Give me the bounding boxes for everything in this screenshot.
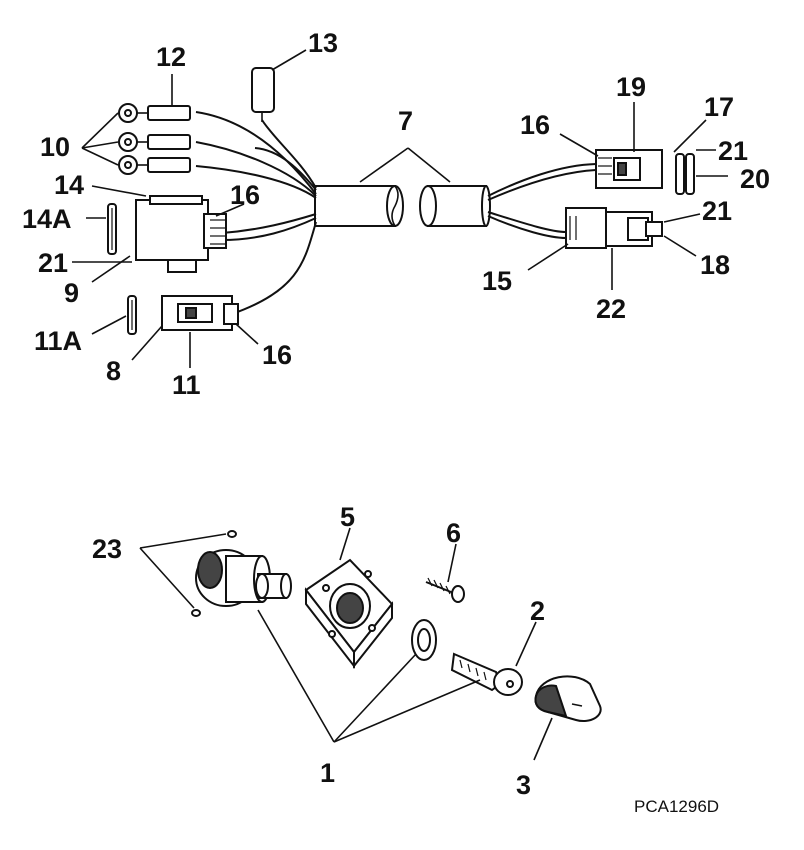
callout-21: 21 [718, 136, 748, 166]
callout-14: 14 [54, 170, 84, 200]
callout-7: 7 [398, 106, 413, 136]
callout-13: 13 [308, 28, 338, 58]
ring-terminal-top [118, 103, 191, 123]
callouts: 12 13 10 7 19 16 17 21 20 14 16 14A 21 9… [22, 28, 770, 816]
callout-10: 10 [40, 132, 70, 162]
pin-14a [107, 203, 117, 255]
callout-16: 16 [520, 110, 550, 140]
screw-23-top [227, 530, 237, 538]
main-cable-left [314, 185, 404, 227]
callout-11: 11 [172, 370, 201, 400]
bullet-connector [251, 67, 275, 122]
callout-18: 18 [700, 250, 730, 280]
callout-21: 21 [702, 196, 732, 226]
pin-20 [675, 153, 695, 195]
leader-lines-harness [72, 49, 728, 368]
callout-17: 17 [704, 92, 734, 122]
figure-code: PCA1296D [634, 797, 719, 816]
callout-2: 2 [530, 596, 545, 626]
screw-23-bottom [191, 609, 201, 617]
callout-16: 16 [262, 340, 292, 370]
main-cable-right [419, 185, 491, 227]
pin-11a [127, 295, 137, 335]
ring-terminal-middle [118, 132, 191, 152]
callout-21: 21 [38, 248, 68, 278]
wiring-harness [72, 49, 728, 368]
mounting-plate [304, 558, 394, 669]
connector-22-housing [565, 207, 663, 249]
screw-6 [425, 577, 465, 603]
key [450, 652, 523, 696]
callout-3: 3 [516, 770, 531, 800]
callout-15: 15 [482, 266, 512, 296]
callout-23: 23 [92, 534, 122, 564]
connector-9-housing [135, 195, 227, 273]
callout-12: 12 [156, 42, 186, 72]
callout-5: 5 [340, 502, 355, 532]
leader-lines-switch [139, 527, 553, 761]
nut [411, 619, 437, 661]
key-boot [534, 675, 602, 722]
callout-1: 1 [320, 758, 335, 788]
callout-14a: 14A [22, 204, 72, 234]
wire-to-bullet-connector [261, 119, 317, 189]
callout-20: 20 [740, 164, 770, 194]
callout-11a: 11A [34, 326, 82, 356]
callout-16: 16 [230, 180, 260, 210]
wire-to-connector-9 [221, 213, 317, 234]
callout-8: 8 [106, 356, 121, 386]
callout-19: 19 [616, 72, 646, 102]
callout-9: 9 [64, 278, 79, 308]
callout-22: 22 [596, 294, 626, 324]
connector-11-housing [161, 295, 239, 331]
ignition-switch [195, 549, 292, 607]
callout-6: 6 [446, 518, 461, 548]
ignition-switch-assembly [139, 527, 602, 761]
ring-terminal-bottom [118, 155, 191, 175]
wire-to-connector-11 [231, 221, 317, 315]
connector-19-housing [595, 149, 663, 189]
